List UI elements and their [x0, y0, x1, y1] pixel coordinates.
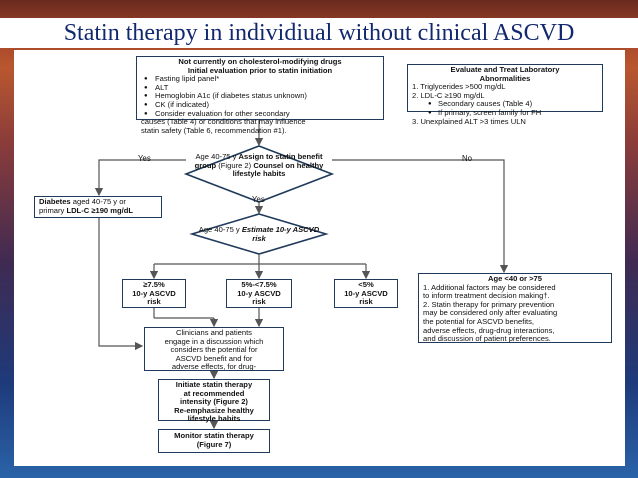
- evaluate-sub: Secondary causes (Table 4): [412, 100, 598, 109]
- age-other-line: and discussion of patient preferences.: [423, 334, 551, 344]
- estimate-diamond-text: Age 40-75 y Estimate 10-y ASCVD risk: [196, 225, 322, 243]
- flowchart-panel: Not currently on cholesterol-modifying d…: [14, 50, 625, 466]
- initial-continuation: statin safety (Table 6, recommendation #…: [141, 125, 287, 135]
- initial-item: Consider evaluation for other secondary: [141, 109, 379, 119]
- no-right-label: No: [462, 154, 472, 163]
- diabetes-age: aged 40-75 y or: [70, 197, 126, 206]
- slide-title: Statin therapy in individiual without cl…: [0, 18, 638, 48]
- evaluate-line: 2. LDL-C ≥190 mg/dL: [412, 90, 485, 100]
- evaluate-line: 3. Unexplained ALT >3 times ULN: [412, 116, 526, 126]
- evaluate-line: 1. Triglycerides >500 mg/dL: [412, 82, 506, 92]
- risk-high-box: ≥7.5% 10-y ASCVD risk: [122, 279, 186, 308]
- discussion-line: Clinicians and patients: [176, 328, 252, 337]
- initial-item: Hemoglobin A1c (if diabetes status unkno…: [141, 92, 379, 101]
- assign-age: Age 40-75 y: [195, 152, 237, 161]
- risk-mid-value: 5%-<7.5%: [241, 280, 277, 289]
- assign-figure: (Figure 2): [218, 160, 252, 170]
- monitor-line: Monitor statin therapy: [174, 431, 254, 440]
- age-other-line: adverse effects, drug-drug interactions,: [423, 325, 555, 335]
- diabetes-label: Diabetes: [39, 197, 71, 206]
- discussion-line: ASCVD benefit and for: [175, 353, 253, 363]
- initiate-line: Re-emphasize healthy: [174, 405, 254, 415]
- initial-item: Fasting lipid panel*: [141, 75, 379, 84]
- diabetes-primary: primary: [39, 205, 67, 215]
- initiate-line: lifestyle habits: [187, 414, 241, 424]
- discussion-line: adverse effects, for drug-: [171, 362, 257, 372]
- age-other-line: may be considered only after evaluating: [423, 308, 558, 318]
- risk-high-label: 10-y ASCVD: [132, 288, 176, 298]
- initiate-line: at recommended: [183, 388, 245, 398]
- initiate-line: Initiate statin therapy: [175, 380, 253, 389]
- initiate-statin-box: Initiate statin therapy at recommended i…: [158, 379, 270, 424]
- assign-counsel: Counsel on healthy: [253, 160, 324, 170]
- age-other-title: Age <40 or >75: [487, 274, 543, 283]
- risk-mid-risk: risk: [252, 297, 266, 307]
- estimate-age: Age 40-75 y: [198, 225, 240, 234]
- risk-low-label: 10-y ASCVD: [344, 288, 388, 298]
- initiate-line: intensity (Figure 2): [180, 397, 248, 407]
- assign-lifestyle: lifestyle habits: [232, 169, 286, 179]
- risk-mid-label: 10-y ASCVD: [237, 288, 281, 298]
- discussion-line: engage in a discussion which: [164, 336, 264, 346]
- risk-high-risk: risk: [147, 297, 161, 307]
- risk-high-value: ≥7.5%: [143, 280, 165, 289]
- age-other-line: 1. Additional factors may be considered: [423, 282, 556, 292]
- flowchart-connectors: [94, 120, 509, 430]
- diabetes-box: Diabetes aged 40-75 y or primary LDL-C ≥…: [34, 196, 162, 218]
- diabetes-ldl: LDL-C ≥190 mg/dL: [66, 205, 134, 215]
- evaluate-sub: If primary, screen family for FH: [412, 108, 598, 118]
- risk-low-value: <5%: [358, 280, 374, 289]
- estimate-risk: Estimate 10-y ASCVD risk: [241, 225, 320, 243]
- monitor-line: (Figure 7): [196, 439, 232, 449]
- initial-continuation: causes (Table 4) or conditions that may …: [141, 117, 306, 127]
- assign-diamond-text: Age 40-75 y Assign to statin benefit gro…: [192, 152, 326, 179]
- initial-item: CK (if indicated): [141, 100, 379, 110]
- yes-left-label: Yes: [138, 154, 151, 163]
- monitor-statin-box: Monitor statin therapy (Figure 7): [158, 429, 270, 453]
- age-other-line: the potential for ASCVD benefits,: [423, 316, 535, 326]
- age-other-line: to inform treatment decision making†.: [423, 291, 550, 301]
- evaluate-treat-box: Evaluate and Treat Laboratory Abnormalit…: [407, 64, 603, 125]
- risk-low-box: <5% 10-y ASCVD risk: [334, 279, 398, 308]
- discussion-box: Clinicians and patients engage in a disc…: [144, 327, 284, 371]
- initial-evaluation-box: Not currently on cholesterol-modifying d…: [136, 56, 384, 134]
- initial-title-1: Not currently on cholesterol-modifying d…: [178, 57, 342, 66]
- assign-group: Assign to statin benefit group: [194, 152, 323, 170]
- evaluate-title-1: Evaluate and Treat Laboratory: [450, 65, 560, 74]
- age-other-box: Age <40 or >75 1. Additional factors may…: [418, 273, 612, 343]
- evaluate-title-2: Abnormalities: [479, 73, 531, 83]
- yes-down-label: Yes: [252, 195, 265, 204]
- age-other-line: 2. Statin therapy for primary prevention: [423, 299, 555, 309]
- initial-item: ALT: [141, 83, 379, 93]
- risk-low-risk: risk: [359, 297, 373, 307]
- discussion-line: considers the potential for: [170, 345, 258, 355]
- initial-title-2: Initial evaluation prior to statin initi…: [187, 65, 333, 75]
- risk-mid-box: 5%-<7.5% 10-y ASCVD risk: [226, 279, 292, 308]
